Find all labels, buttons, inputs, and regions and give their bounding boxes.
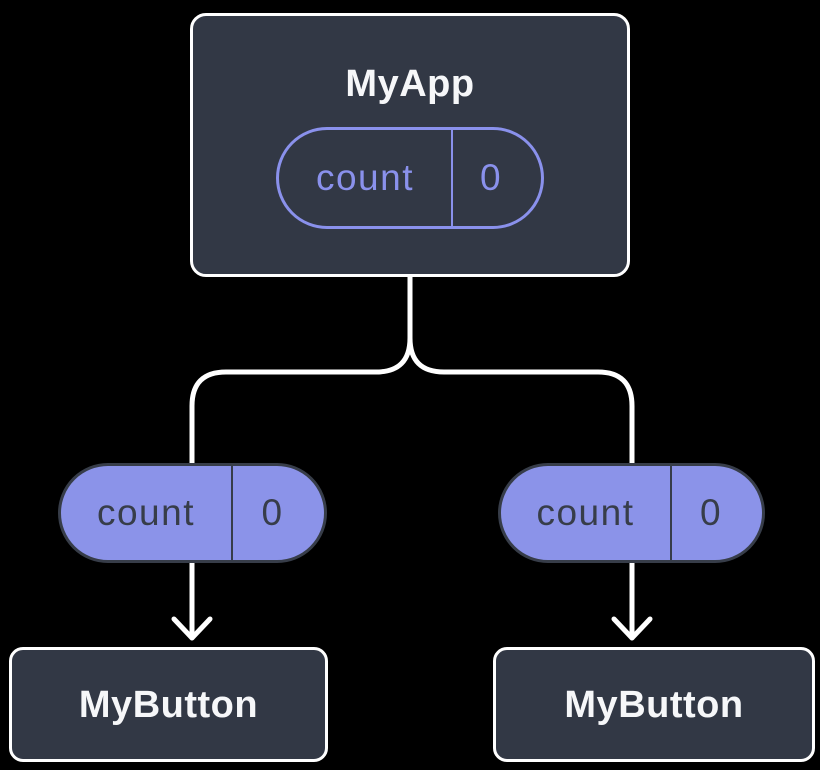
myapp-title: MyApp — [345, 63, 475, 105]
mybutton-title: MyButton — [564, 683, 744, 726]
prop-pill-right: count 0 — [498, 463, 765, 563]
prop-pill-value: 0 — [699, 492, 723, 533]
prop-pill-label: count — [61, 466, 233, 560]
right-branch-line — [407, 335, 635, 637]
mybutton-card-right: MyButton — [493, 647, 815, 762]
myapp-card: MyApp count 0 — [190, 13, 630, 277]
mybutton-title: MyButton — [78, 683, 259, 726]
mybutton-card-left: MyButton — [9, 647, 328, 762]
left-branch-line — [189, 335, 413, 637]
prop-pill-value: 0 — [261, 492, 284, 533]
prop-pill-left: count 0 — [58, 463, 327, 563]
arrow-down-icon — [611, 616, 653, 641]
state-pill-value: 0 — [479, 157, 503, 198]
state-pill-label: count — [279, 130, 453, 226]
prop-pill-label: count — [501, 466, 672, 560]
arrow-down-icon — [171, 616, 213, 641]
myapp-state-pill: count 0 — [276, 127, 544, 229]
